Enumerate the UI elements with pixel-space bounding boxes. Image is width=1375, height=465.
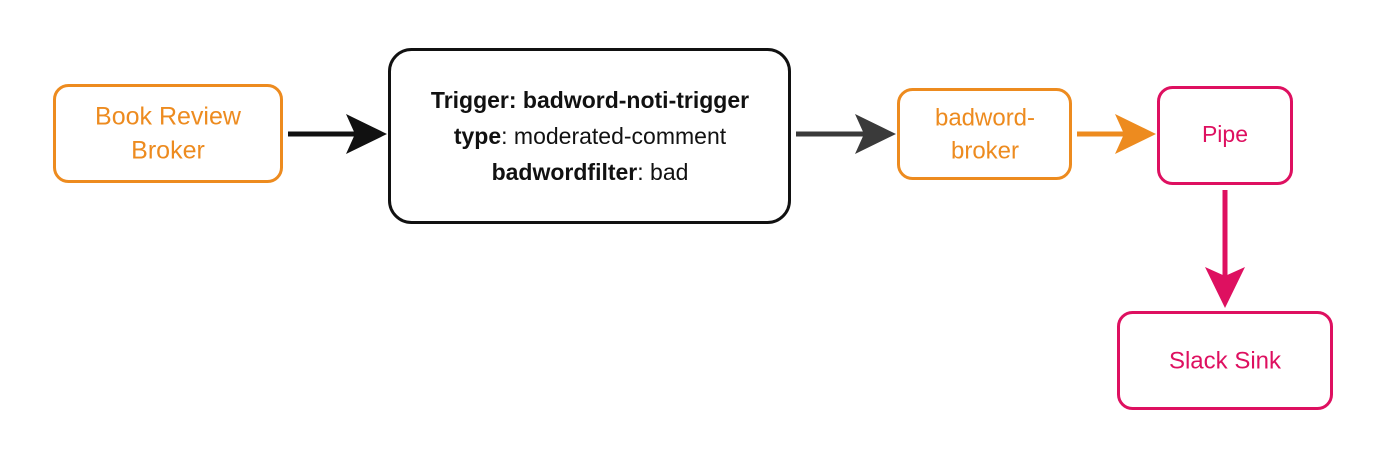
node-trigger-row-type: type: moderated-comment [454, 123, 727, 149]
node-book-review-broker-box[interactable] [53, 84, 283, 183]
node-pipe-box[interactable] [1157, 86, 1293, 185]
node-slack-sink[interactable]: Slack Sink [1117, 311, 1333, 410]
trigger-row-type-value: : moderated-comment [501, 123, 727, 149]
node-trigger-row-badwordfilter: badwordfilter: bad [492, 159, 689, 185]
node-book-review-broker-label: Book Review [95, 103, 242, 131]
trigger-row-name-bold: Trigger: badword-noti-trigger [431, 87, 749, 113]
node-book-review-broker[interactable]: Book Review Broker [53, 84, 283, 183]
node-badword-broker[interactable]: badword- broker [897, 88, 1072, 180]
node-badword-broker-box[interactable] [897, 88, 1072, 180]
node-slack-sink-label: Slack Sink [1169, 347, 1282, 374]
trigger-row-type-key: type [454, 123, 501, 149]
edges-layer [288, 114, 1245, 308]
node-badword-noti-trigger-box[interactable] [388, 48, 791, 224]
node-book-review-broker-label-line2: Broker [131, 137, 205, 165]
node-slack-sink-box[interactable] [1117, 311, 1333, 410]
node-pipe-label: Pipe [1202, 121, 1248, 147]
node-badword-broker-label-line2: broker [951, 137, 1019, 164]
node-badword-noti-trigger[interactable]: Trigger: badword-noti-trigger type: mode… [388, 48, 791, 224]
trigger-row-badwordfilter-key: badwordfilter [492, 159, 638, 185]
node-badword-broker-label: badword- [935, 104, 1035, 131]
node-trigger-row-name: Trigger: badword-noti-trigger [431, 87, 749, 113]
node-pipe[interactable]: Pipe [1157, 86, 1293, 185]
trigger-row-badwordfilter-value: : bad [637, 159, 688, 185]
